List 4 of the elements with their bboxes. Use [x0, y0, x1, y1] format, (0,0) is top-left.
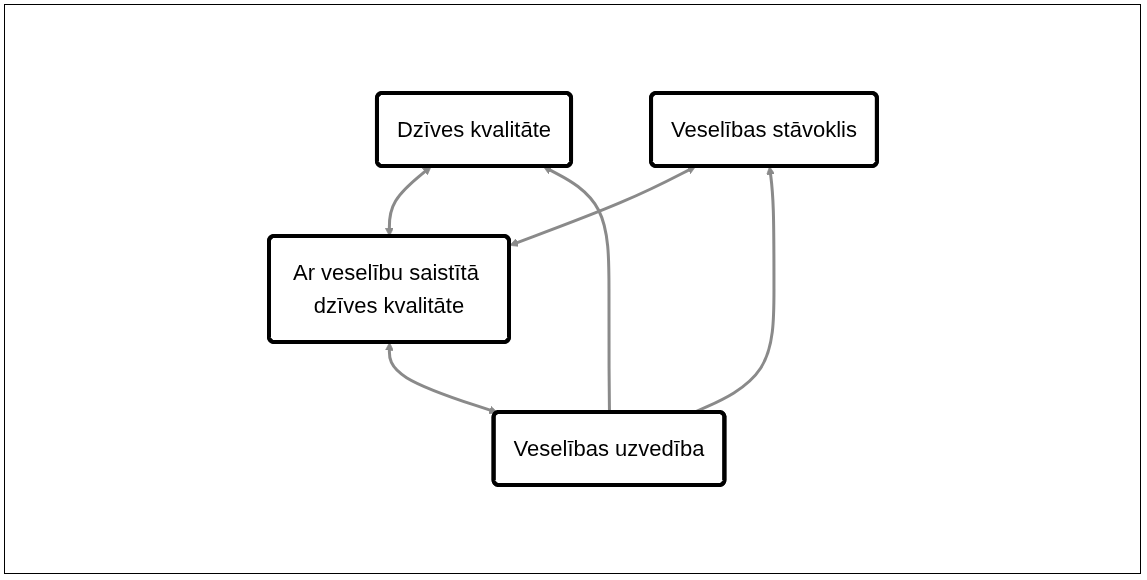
arrow [384, 166, 432, 237]
arrow [384, 342, 498, 415]
arrow [542, 166, 611, 413]
arrow [509, 166, 696, 247]
